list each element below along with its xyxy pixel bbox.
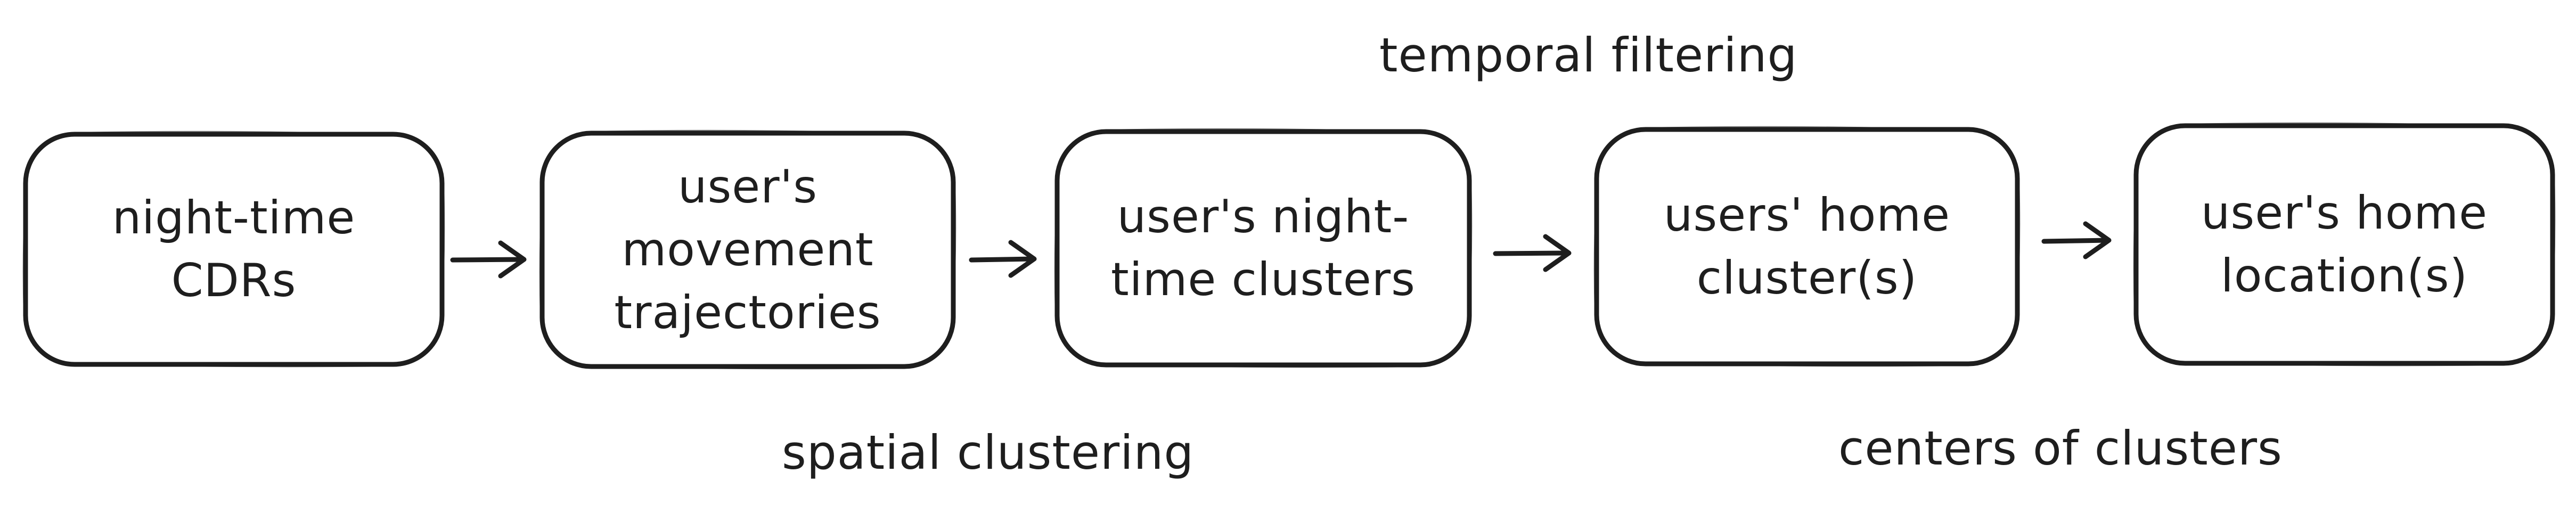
arrow-cdrs-to-trajectories: [450, 240, 527, 279]
node-border-home-locations-sketch: [2133, 122, 2556, 367]
node-border-home-locations: [2133, 123, 2555, 366]
arrow-trajectories-to-night-clusters: [969, 240, 1037, 278]
node-label: night-time CDRs: [112, 191, 356, 307]
node-border-movement-trajectories-sketch: [539, 129, 956, 370]
arrow-night-clusters-to-home-clusters: [1493, 234, 1572, 272]
annotation-temporal-filtering: temporal filtering: [1379, 28, 1798, 83]
node-border-night-time-cdrs-sketch: [22, 131, 445, 368]
node-label: user's night- time clusters: [1111, 190, 1416, 306]
node-border-night-time-clusters: [1054, 129, 1472, 368]
node-night-time-cdrs: night-time CDRs: [26, 134, 442, 364]
arrow-home-clusters-to-home-locations: [2041, 221, 2112, 259]
node-border-movement-trajectories: [539, 131, 956, 369]
node-label: users' home cluster(s): [1663, 189, 1951, 305]
node-border-night-time-clusters-sketch: [1054, 128, 1473, 368]
node-night-time-clusters: user's night- time clusters: [1057, 132, 1469, 365]
node-home-clusters: users' home cluster(s): [1597, 129, 2017, 364]
annotation-centers-of-clusters: centers of clusters: [1838, 421, 2283, 476]
node-movement-trajectories: user's movement trajectories: [542, 133, 953, 367]
node-border-home-clusters-sketch: [1593, 126, 2021, 367]
node-border-night-time-cdrs: [23, 132, 445, 367]
annotation-spatial-clustering: spatial clustering: [782, 425, 1195, 480]
node-home-locations: user's home location(s): [2136, 126, 2553, 363]
node-label: user's home location(s): [2201, 186, 2488, 303]
node-border-home-clusters: [1594, 127, 2020, 367]
node-label: user's movement trajectories: [614, 160, 881, 339]
